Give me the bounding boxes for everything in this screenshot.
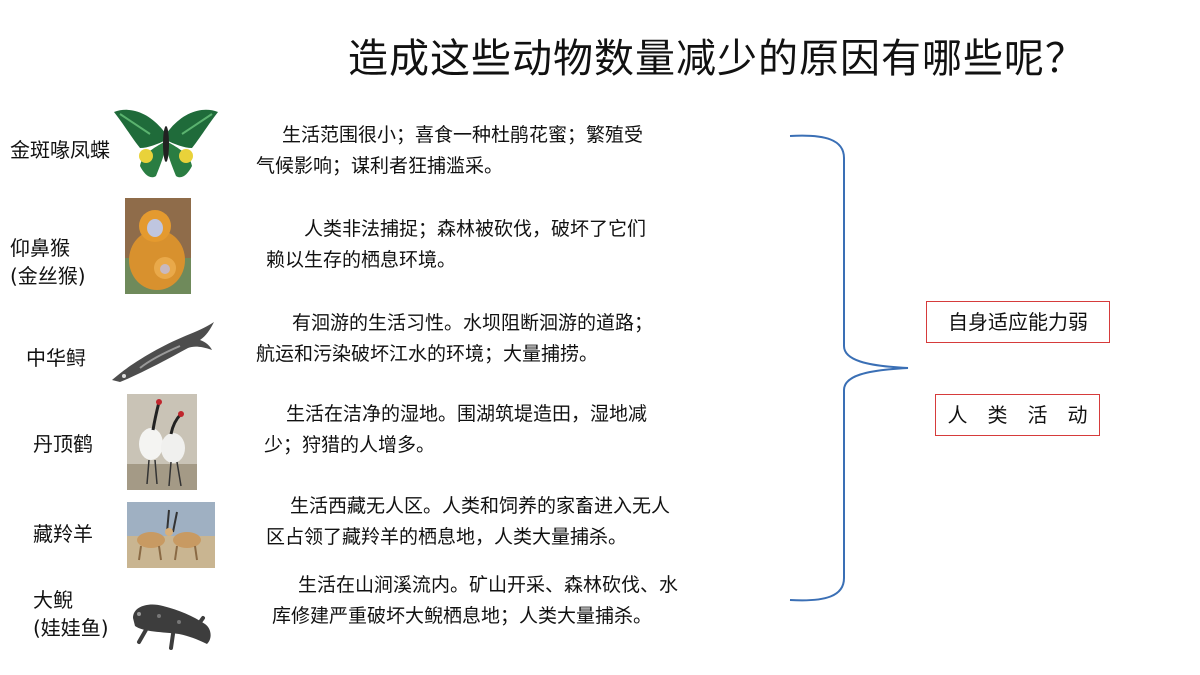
animal-name-monkey: 仰鼻猴 (金丝猴) [10,236,86,288]
right-brace [789,134,909,602]
crane-icon [127,394,197,490]
page-title: 造成这些动物数量减少的原因有哪些呢？ [348,36,1086,82]
animal-name-sturgeon: 中华鲟 [26,346,86,370]
reason-box-human-activity: 人 类 活 动 [935,394,1100,436]
animal-name-butterfly: 金斑喙凤蝶 [10,138,110,162]
animal-name-antelope: 藏羚羊 [33,522,93,546]
reason-box-self-adaptation: 自身适应能力弱 [926,301,1110,343]
animal-name-salamander: 大鲵 (娃娃鱼) [33,588,109,640]
golden-monkey-icon [125,198,191,294]
animal-name-crane: 丹顶鹤 [33,432,93,456]
sturgeon-icon [112,322,214,382]
description-butterfly: 生活范围很小；喜食一种杜鹃花蜜；繁殖受 气候影响；谋利者狂捕滥采。 [256,124,644,177]
description-sturgeon: 有洄游的生活习性。水坝阻断洄游的道路； 航运和污染破坏江水的环境；大量捕捞。 [256,312,654,365]
antelope-icon [127,502,215,568]
butterfly-icon [114,109,218,178]
description-antelope: 生活西藏无人区。人类和饲养的家畜进入无人 区占领了藏羚羊的栖息地，人类大量捕杀。 [266,495,671,548]
salamander-icon [133,604,211,650]
description-salamander: 生活在山涧溪流内。矿山开采、森林砍伐、水 库修建严重破坏大鲵栖息地；人类大量捕杀… [272,574,679,627]
description-monkey: 人类非法捕捉；森林被砍伐，破坏了它们 赖以生存的栖息环境。 [266,218,647,271]
description-crane: 生活在洁净的湿地。围湖筑堤造田，湿地减 少；狩猎的人增多。 [264,403,648,456]
